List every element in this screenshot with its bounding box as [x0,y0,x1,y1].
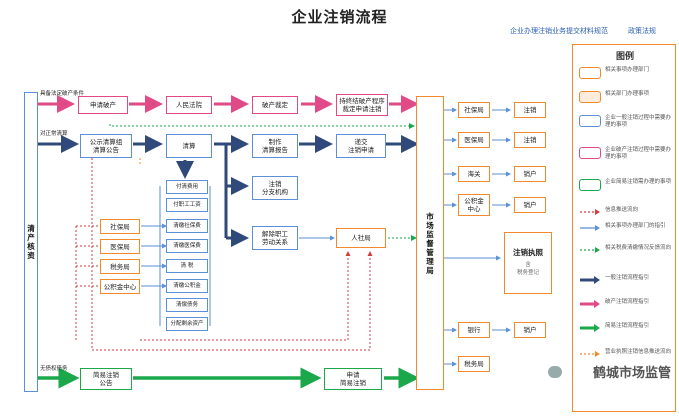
legend-item: 相关事项办理部门 [579,67,675,79]
legend-item: 简易注销流程指引 [579,323,675,333]
simple-apply-box: 申请 简易注销 [324,368,382,390]
policy-link[interactable]: 政策法规 [628,27,656,35]
court-box: 人民法院 [166,96,212,114]
task-item: 清缴公积金 [166,279,208,293]
submit-application-box: 递交 注销申请 [336,134,386,158]
branch-cancel-box: 注销 分支机构 [252,176,298,200]
legend-swatch-green [579,179,601,191]
legend-item: 营业执照注销信息推送流向 [579,349,675,359]
legend-swatch-blue [579,115,601,127]
wechat-icon [548,366,562,378]
result-cancel: 注销 [514,132,546,148]
left-bar-asset-check: 清 产 核 资 [24,92,38,392]
left-agency-housing-fund: 公积金中心 [100,279,140,294]
court-end-apply-box: 持终结破产程序 裁定申请注销 [336,94,388,116]
task-item: 付清费用 [166,180,208,194]
legend-item: 信息推送流向 [579,207,675,217]
task-item: 清偿债务 [166,298,208,312]
task-item: 清 税 [166,259,208,273]
legend-item: 一般注销流程指引 [579,275,675,285]
result-cancel: 注销 [514,102,546,118]
legend-item: 相关部门办理事项 [579,91,675,103]
result-close-account: 销户 [514,197,546,213]
center-bar-market-regulator: 市 场 监 督 管 理 局 [416,96,444,390]
right-agency-customs: 海关 [458,166,490,182]
license-subtitle: 含 税务登记 [516,262,539,276]
license-title: 注销执照 [513,248,543,257]
legend-item: 相关事项办理部门的指引 [579,223,675,233]
legend-swatch-pink [579,147,601,159]
legend-line-blue [580,225,600,231]
legend-item: 破产注销流程指引 [579,299,675,309]
legend-line-green [580,324,600,332]
legend-swatch-orange [579,67,601,79]
result-close-account: 销户 [514,166,546,182]
result-close-account: 销户 [514,322,546,338]
license-cancel-box: 注销执照 含 税务登记 [504,232,552,294]
bankruptcy-ruling-box: 破产裁定 [252,96,298,114]
legend-title: 图例 [615,52,634,62]
legend-line-pink [580,300,600,308]
task-item: 清缴社保费 [166,219,208,233]
legend-panel: 图例 相关事项办理部门 相关部门办理事项 企业一般注销过程中需要办理的事项 企业… [572,44,676,412]
legend-line-orange-dotted [580,351,600,357]
materials-link[interactable]: 企业办理注销业务提交材料规范 [510,27,608,35]
right-agency-housing-fund: 公积金 中心 [458,194,490,216]
legend-item: 企业破产注销过程中需要办理的事项 [579,147,675,160]
simple-notice-box: 简易注销 公告 [80,368,132,390]
liquidation-report-box: 制作 清算报告 [252,134,298,158]
legend-swatch-orange-fill [579,91,601,103]
liquidation-box: 清算 [166,134,212,158]
page-title: 企业注销流程 [291,8,388,26]
task-item: 付职工工资 [166,198,208,212]
legend-line-green-dotted [580,247,600,253]
legend-item: 企业一般注销过程中需要办理的事项 [579,115,675,128]
apply-bankruptcy-box: 申请破产 [78,96,128,114]
right-agency-medical: 医保局 [458,132,490,148]
left-agency-tax: 税务局 [100,259,140,274]
right-agency-social-security: 社保局 [458,102,490,118]
row-label-bankrupt: 具备法定破产条件 [40,91,85,97]
task-item: 分配剩余资产 [166,317,208,331]
watermark: 鹤城市场监管 [592,366,671,381]
liquidation-notice-box: 公示清算组 清算公告 [80,134,132,158]
left-agency-social-security: 社保局 [100,219,140,234]
row-label-simple: 无债权债务 [40,366,68,372]
right-agency-tax: 税务局 [458,356,490,372]
legend-line-red-dotted [580,209,600,215]
legend-line-navy [580,276,600,284]
hr-bureau-box: 人社局 [336,228,386,248]
row-label-general: 对正常清算 [40,131,68,137]
right-agency-bank: 银行 [458,322,490,338]
legend-item: 相关税费清缴情况反馈流向 [579,245,675,255]
labor-relations-box: 解除职工 劳动关系 [252,226,298,250]
task-item: 清缴医保费 [166,239,208,253]
left-agency-medical: 医保局 [100,239,140,254]
legend-item: 企业简易注销需办理的事项 [579,179,675,191]
